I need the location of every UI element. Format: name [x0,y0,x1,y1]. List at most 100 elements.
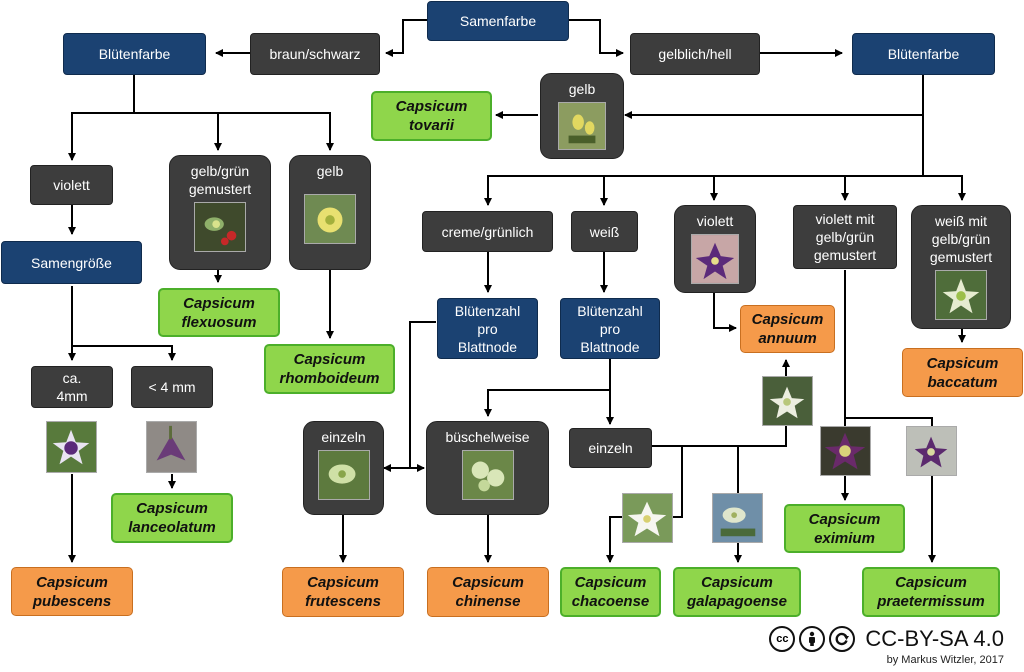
flower-photo [935,270,987,320]
species-pubescens: Capsicum pubescens [11,567,133,616]
license-byline: by Markus Witzler, 2017 [886,654,1004,666]
species-epithet: eximium [814,529,875,547]
species-epithet: praetermissum [877,593,985,610]
edge [72,345,176,361]
species-genus: Capsicum [751,311,824,328]
species-epithet: chacoense [571,593,650,610]
node-line: gemustert [929,249,993,265]
license-text: CC-BY-SA 4.0 [865,626,1004,651]
species-chacoense: Capsicum chacoense [560,567,661,617]
edge [713,293,737,332]
edge [569,19,624,57]
node-line: violett mit [815,211,875,227]
species-epithet: baccatum [927,373,998,391]
node-gelb-left: gelb [289,155,371,270]
node-line: Blattnode [457,338,518,355]
species-annuum: Capsicum annuum [740,305,835,353]
flower-photo [691,234,739,284]
flower-photo-ca4mm [46,421,97,473]
node-braun-schwarz: braun/schwarz [250,33,380,75]
node-weiss-mit: weiß mit gelb/grün gemustert [911,205,1011,329]
by-icon [799,626,826,652]
node-creme-gruenlich: creme/grünlich [422,211,553,252]
node-line: pro [477,320,498,337]
flower-photo-praetermissum [906,426,957,476]
edge [844,270,936,563]
flower-photo [461,450,514,500]
node-line: gelb/grün [815,229,875,245]
node-line: einzeln [321,429,366,445]
flower-photo [558,102,606,150]
species-epithet: pubescens [32,592,112,610]
node-gelblich-hell: gelblich/hell [630,33,760,75]
node-line: büschelweise [445,429,530,445]
species-galapagoense: Capsicum galapagoense [673,567,801,617]
node-line: pro [599,320,621,337]
node-ca-4mm: ca. 4mm [31,366,113,408]
cc-icon: cc [769,626,796,652]
node-violett-right: violett [674,205,756,293]
node-samenfarbe: Samenfarbe [427,1,569,41]
edge [134,112,222,151]
species-epithet: tovarii [408,117,454,134]
node-line: Blattnode [580,338,640,355]
species-eximium: Capsicum eximium [784,504,905,553]
flower-photo-eximium [820,426,871,476]
edge [484,115,924,206]
species-genus: Capsicum [136,500,208,517]
node-line: 4mm [56,388,88,404]
node-line: gemustert [188,181,252,197]
node-line: gelb [316,163,344,179]
edge [624,75,924,119]
flower-photo [304,194,356,244]
node-gelb-right: gelb [540,73,624,159]
species-epithet: chinense [455,593,521,610]
edge [385,19,427,57]
node-gelb-gruen-gemustert: gelb/grün gemustert [169,155,271,270]
node-bluetenfarbe-right: Blütenfarbe [852,33,995,75]
species-epithet: flexuosum [181,313,257,331]
edge [383,321,436,472]
species-genus: Capsicum [574,574,647,591]
species-epithet: annuum [758,330,817,347]
edge [606,445,683,563]
node-line: Blütenzahl [454,302,521,319]
edge [923,175,966,201]
edge [484,359,611,417]
node-weiss: weiß [571,211,638,252]
node-lt-4mm: < 4 mm [131,366,213,408]
species-genus: Capsicum [183,294,255,312]
node-line: gemustert [813,247,877,263]
species-genus: Capsicum [36,573,108,591]
license-block: cc CC-BY-SA 4.0 by Markus Witzler, 2017 [769,626,1004,666]
node-bueschelweise: büschelweise [426,421,549,515]
node-bluetenzahl-1: Blütenzahl pro Blattnode [437,298,538,359]
species-flexuosum: Capsicum flexuosum [158,288,280,337]
node-einzeln-left: einzeln [303,421,384,515]
node-line: gelb/grün [931,231,991,247]
flower-photo-lt4mm [146,421,197,473]
node-line: gelb [568,81,596,97]
node-bluetenzahl-2: Blütenzahl pro Blattnode [560,298,660,359]
flower-photo [194,202,246,252]
species-lanceolatum: Capsicum lanceolatum [111,493,233,543]
node-einzeln-right: einzeln [569,428,652,468]
species-epithet: rhomboideum [279,370,380,387]
species-genus: Capsicum [808,510,881,528]
species-epithet: frutescens [305,593,381,610]
flower-photo [317,450,370,500]
species-genus: Capsicum [307,574,379,591]
node-line: gelb/grün [190,163,250,179]
species-baccatum: Capsicum baccatum [902,348,1023,397]
species-epithet: lanceolatum [128,519,216,536]
node-bluetenfarbe-left: Blütenfarbe [63,33,206,75]
node-violett-left: violett [30,165,113,205]
species-frutescens: Capsicum frutescens [282,567,404,617]
species-rhomboideum: Capsicum rhomboideum [264,344,395,394]
node-line: violett [696,213,734,229]
edge [218,112,334,151]
node-line: ca. [62,370,82,386]
node-line: Blütenzahl [577,302,643,319]
species-genus: Capsicum [395,98,468,115]
